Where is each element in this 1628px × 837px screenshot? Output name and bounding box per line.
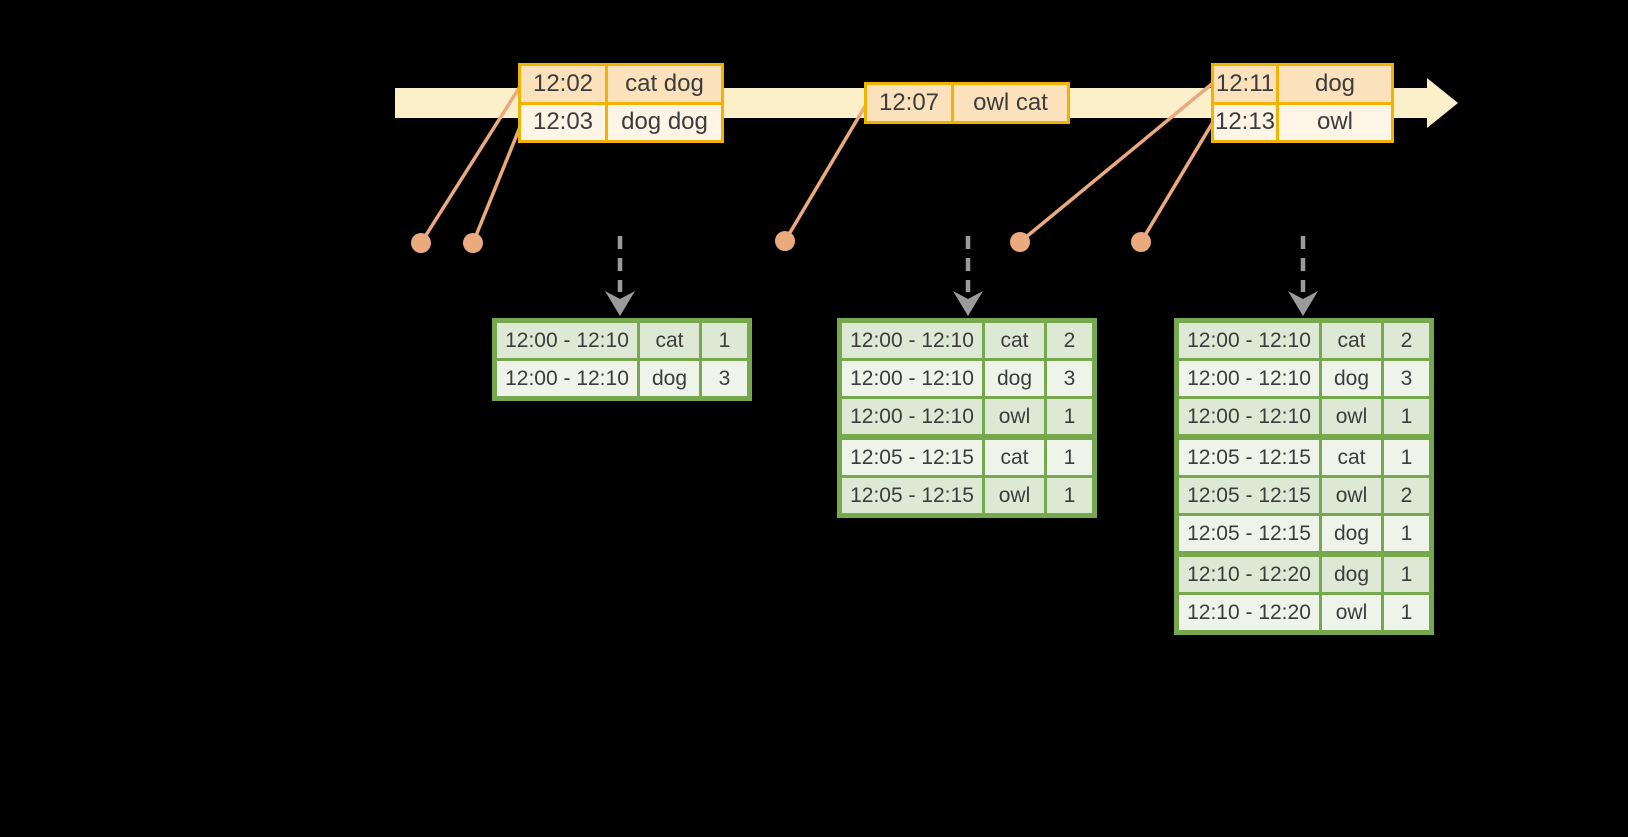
result-row: 12:05 - 12:15 owl 1 [842,478,1092,513]
word-cell: dog [1322,361,1381,396]
count-cell: 1 [1384,557,1429,592]
count-cell: 1 [1047,399,1092,434]
result-row: 12:00 - 12:10 cat 2 [842,323,1092,358]
event-words-cell: dog dog [608,104,721,140]
result-table-2: 12:00 - 12:10 cat 2 12:00 - 12:10 dog 3 … [837,318,1097,518]
word-cell: dog [1322,516,1381,551]
result-row: 12:00 - 12:10 cat 1 [497,323,747,358]
window-cell: 12:10 - 12:20 [1179,557,1319,592]
window-cell: 12:05 - 12:15 [1179,516,1319,551]
count-cell: 1 [702,323,747,358]
event-table-2: 12:07 owl cat [864,82,1070,124]
count-cell: 3 [1047,361,1092,396]
event-dot [463,233,483,253]
window-cell: 12:00 - 12:10 [497,323,637,358]
result-table-1: 12:00 - 12:10 cat 1 12:00 - 12:10 dog 3 [492,318,752,401]
timeline-arrowhead-icon [1427,78,1458,128]
mapping-line [471,121,524,244]
arrow-down-icon [953,291,983,316]
event-row: 12:13 owl [1214,104,1391,140]
count-cell: 2 [1047,323,1092,358]
count-cell: 2 [1384,323,1429,358]
event-row: 12:07 owl cat [867,85,1067,121]
event-time-dots [411,231,1151,253]
result-row: 12:05 - 12:15 cat 1 [1179,440,1429,475]
event-time-cell: 12:07 [867,85,951,121]
event-words-cell: owl cat [954,85,1067,121]
word-cell: dog [985,361,1044,396]
event-time-cell: 12:13 [1214,104,1276,140]
word-cell: owl [985,399,1044,434]
event-words-cell: cat dog [608,66,721,102]
count-cell: 1 [1384,440,1429,475]
event-words-cell: dog [1279,66,1391,102]
event-row: 12:03 dog dog [521,104,721,140]
mapping-line [1018,81,1215,244]
event-dot [775,231,795,251]
result-row: 12:10 - 12:20 dog 1 [1179,557,1429,592]
window-cell: 12:00 - 12:10 [842,399,982,434]
arrow-down-icon [605,291,635,316]
word-cell: cat [985,323,1044,358]
count-cell: 3 [1384,361,1429,396]
result-row: 12:05 - 12:15 cat 1 [842,440,1092,475]
window-cell: 12:00 - 12:10 [1179,361,1319,396]
word-cell: owl [1322,478,1381,513]
result-row: 12:05 - 12:15 dog 1 [1179,516,1429,551]
event-row: 12:02 cat dog [521,66,721,102]
word-cell: owl [1322,399,1381,434]
word-cell: owl [985,478,1044,513]
result-row: 12:10 - 12:20 owl 1 [1179,595,1429,630]
mapping-line [783,102,869,242]
event-dot [1131,232,1151,252]
window-cell: 12:00 - 12:10 [497,361,637,396]
window-cell: 12:00 - 12:10 [1179,323,1319,358]
count-cell: 1 [1047,440,1092,475]
event-mapping-lines [419,81,1215,244]
window-cell: 12:00 - 12:10 [842,361,982,396]
result-row: 12:00 - 12:10 dog 3 [842,361,1092,396]
count-cell: 1 [1384,516,1429,551]
result-row: 12:00 - 12:10 cat 2 [1179,323,1429,358]
result-row: 12:00 - 12:10 dog 3 [1179,361,1429,396]
mapping-line [1139,121,1215,243]
mapping-line [419,84,523,244]
window-cell: 12:00 - 12:10 [842,323,982,358]
event-table-3: 12:11 dog 12:13 owl [1211,63,1394,143]
count-cell: 1 [1047,478,1092,513]
window-cell: 12:05 - 12:15 [842,478,982,513]
event-dot [411,233,431,253]
result-row: 12:00 - 12:10 owl 1 [1179,399,1429,434]
event-words-cell: owl [1279,104,1391,140]
count-cell: 2 [1384,478,1429,513]
count-cell: 1 [1384,595,1429,630]
result-table-3: 12:00 - 12:10 cat 2 12:00 - 12:10 dog 3 … [1174,318,1434,635]
result-row: 12:00 - 12:10 dog 3 [497,361,747,396]
word-cell: dog [1322,557,1381,592]
word-cell: dog [640,361,699,396]
word-cell: cat [985,440,1044,475]
event-time-cell: 12:11 [1214,66,1276,102]
word-cell: owl [1322,595,1381,630]
event-table-1: 12:02 cat dog 12:03 dog dog [518,63,724,143]
window-cell: 12:05 - 12:15 [1179,440,1319,475]
count-cell: 1 [1384,399,1429,434]
event-time-cell: 12:02 [521,66,605,102]
event-dot [1010,232,1030,252]
window-cell: 12:05 - 12:15 [1179,478,1319,513]
event-row: 12:11 dog [1214,66,1391,102]
window-cell: 12:05 - 12:15 [842,440,982,475]
word-cell: cat [1322,323,1381,358]
window-cell: 12:10 - 12:20 [1179,595,1319,630]
window-cell: 12:00 - 12:10 [1179,399,1319,434]
trigger-arrows [605,236,1318,316]
word-cell: cat [640,323,699,358]
result-row: 12:05 - 12:15 owl 2 [1179,478,1429,513]
word-cell: cat [1322,440,1381,475]
count-cell: 3 [702,361,747,396]
event-time-cell: 12:03 [521,104,605,140]
result-row: 12:00 - 12:10 owl 1 [842,399,1092,434]
arrow-down-icon [1288,291,1318,316]
